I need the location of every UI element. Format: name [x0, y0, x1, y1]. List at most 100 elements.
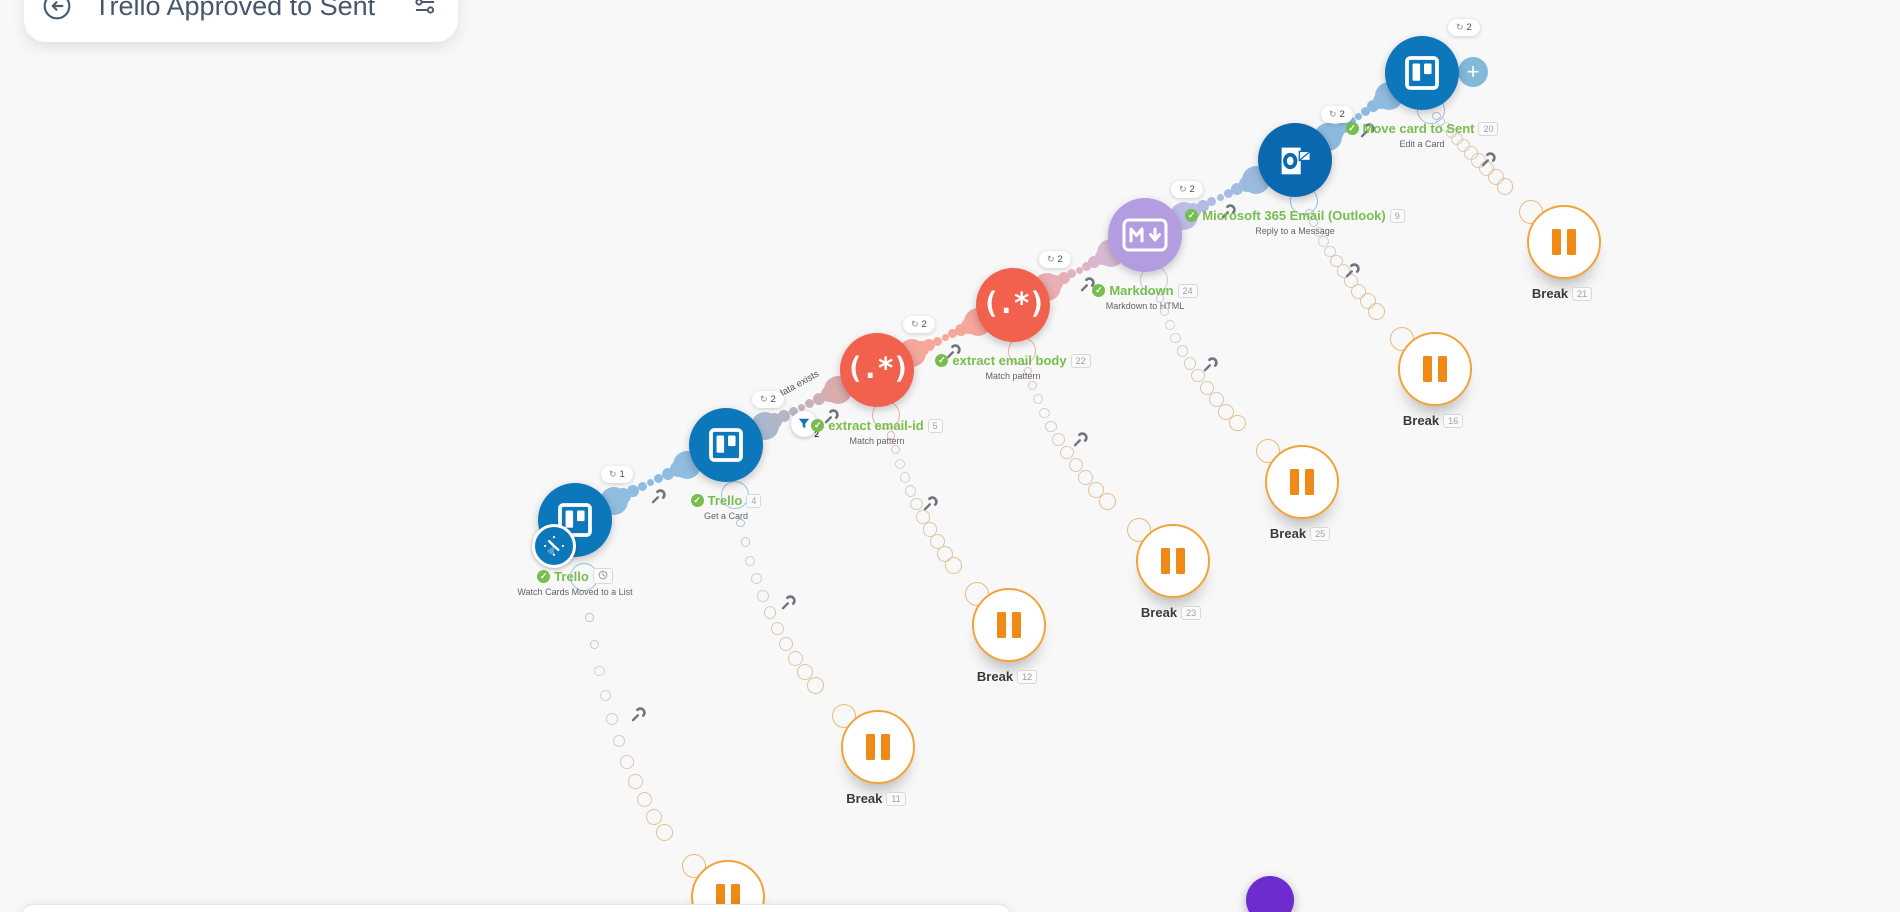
scenario-title: Trello Approved to Sent	[94, 0, 376, 21]
module-action-label: Match pattern	[985, 371, 1041, 381]
error-route-ring	[1451, 132, 1464, 145]
node-break-5[interactable]	[972, 588, 1046, 662]
error-route-ring	[1170, 332, 1182, 344]
connection-dot	[941, 334, 949, 341]
route-wrench-icon[interactable]	[780, 595, 796, 611]
route-wrench-icon[interactable]	[922, 496, 938, 512]
connection-dot	[1207, 197, 1217, 207]
error-route-ring	[1368, 303, 1386, 321]
connection-dot	[637, 482, 647, 492]
node-trello-get[interactable]	[689, 408, 763, 482]
connection-dot	[805, 398, 815, 408]
module-id-badge: 24	[1177, 283, 1198, 298]
error-route-ring	[916, 510, 930, 524]
operations-badge: ↻2	[1039, 251, 1071, 268]
route-wrench-icon[interactable]	[1359, 123, 1375, 139]
route-wrench-icon[interactable]	[823, 409, 839, 425]
connection-dot	[627, 485, 640, 498]
route-wrench-icon[interactable]	[650, 489, 666, 505]
error-route-ring	[756, 590, 769, 602]
error-route-ring	[1098, 493, 1116, 511]
error-route-ring	[1336, 264, 1350, 278]
module-action-label: Markdown to HTML	[1105, 301, 1185, 311]
node-parser-body[interactable]: (.*)	[976, 268, 1050, 342]
route-wrench-icon[interactable]	[1079, 277, 1095, 293]
module-action-label: Reply to a Message	[1255, 226, 1335, 236]
error-route-ring	[806, 677, 824, 695]
connection-dot	[933, 336, 943, 346]
node-move-card[interactable]	[1385, 36, 1459, 110]
scenario-header: Trello Approved to Sent	[24, 0, 458, 42]
connection-dot	[1057, 272, 1070, 285]
route-wrench-icon[interactable]	[1344, 263, 1360, 279]
error-route-ring	[1208, 392, 1224, 408]
module-id-badge: 16	[1443, 413, 1464, 428]
route-wrench-icon[interactable]	[1480, 152, 1496, 168]
error-route-ring	[589, 640, 599, 650]
error-route-ring	[1218, 403, 1235, 420]
node-break-1[interactable]	[1527, 205, 1601, 279]
error-route-ring	[1032, 394, 1044, 405]
route-wrench-icon[interactable]	[1220, 204, 1236, 220]
module-action-label: Watch Cards Moved to a List	[517, 587, 633, 597]
connection-dot	[1216, 194, 1224, 201]
add-module-button[interactable]: +	[1458, 57, 1488, 87]
error-route-ring	[1191, 368, 1205, 383]
error-route-ring	[1464, 146, 1478, 160]
route-wrench-icon[interactable]	[945, 344, 961, 360]
error-route-ring	[922, 522, 938, 537]
scenario-options-icon[interactable]	[412, 0, 438, 19]
node-parser-id[interactable]: (.*)	[840, 333, 914, 407]
node-break-4[interactable]	[1136, 524, 1210, 598]
back-button[interactable]	[42, 0, 72, 21]
route-wrench-icon[interactable]	[1072, 432, 1088, 448]
error-route-ring	[894, 458, 905, 469]
error-route-ring	[1078, 470, 1094, 486]
operations-badge: ↻2	[1448, 19, 1480, 36]
fab-button[interactable]	[1246, 876, 1294, 912]
schedule-clock-badge[interactable]	[532, 524, 576, 568]
node-break-2[interactable]	[1398, 332, 1472, 406]
success-check-icon: ✓	[935, 354, 949, 367]
error-route-ring	[1487, 169, 1504, 186]
connection-dot	[654, 473, 664, 483]
node-break-3[interactable]	[1265, 445, 1339, 519]
error-route-ring	[1155, 294, 1164, 303]
module-id-badge: 21	[1572, 286, 1593, 301]
operations-badge: ↻2	[752, 391, 784, 408]
error-route-ring	[1023, 366, 1032, 376]
error-route-ring	[1309, 218, 1319, 228]
error-route-ring	[1060, 445, 1074, 460]
error-route-ring	[1088, 481, 1105, 498]
error-route-ring	[1228, 414, 1246, 432]
error-route-ring	[745, 555, 756, 566]
bottom-toolbar	[20, 904, 1012, 912]
error-route-ring	[620, 755, 634, 769]
filter-count: 2	[814, 429, 819, 439]
error-route-ring	[899, 471, 911, 483]
connection-dot	[798, 404, 805, 411]
connection-dot	[923, 338, 936, 351]
node-break-6[interactable]	[841, 710, 915, 784]
node-markdown[interactable]	[1108, 198, 1182, 272]
operations-badge: ↻1	[601, 466, 633, 483]
node-outlook[interactable]	[1258, 123, 1332, 197]
connection-dot	[778, 410, 791, 423]
connection-dot	[788, 407, 798, 417]
error-route-ring	[796, 664, 813, 681]
error-route-ring	[1305, 209, 1314, 218]
route-wrench-icon[interactable]	[1202, 357, 1218, 373]
error-route-ring	[1445, 127, 1457, 138]
error-route-ring	[1329, 254, 1343, 268]
error-route-ring	[1038, 407, 1050, 419]
route-wrench-icon[interactable]	[630, 707, 646, 723]
error-route-ring	[736, 518, 745, 527]
